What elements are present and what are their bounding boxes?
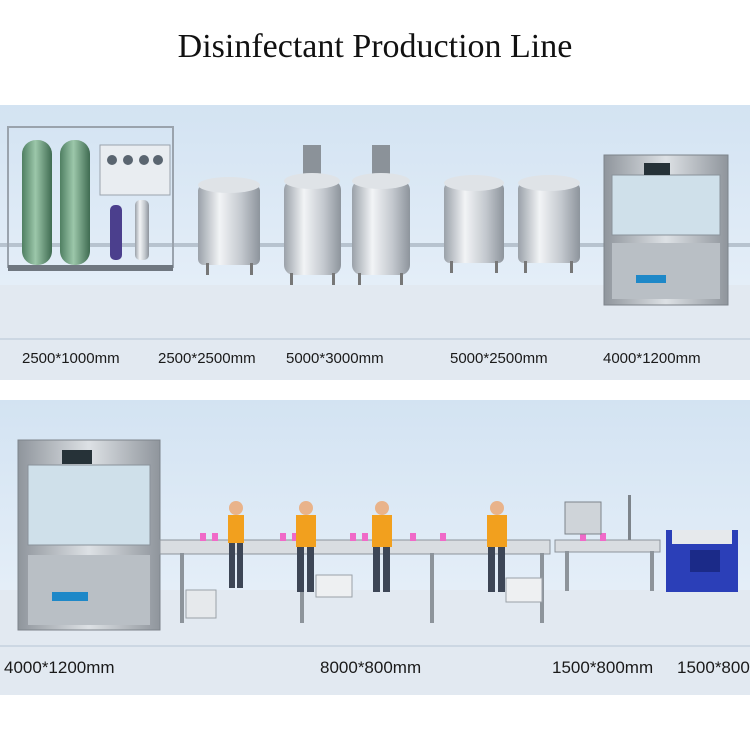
worker-3 — [372, 501, 392, 592]
crate-2 — [315, 574, 353, 598]
crate-3 — [505, 577, 543, 603]
row2-dimension-4: 1500*800 — [677, 658, 750, 677]
mixing-tank-2 — [352, 145, 410, 285]
storage-tank-2 — [444, 175, 504, 273]
filling-machine-2 — [17, 439, 161, 631]
worker-1 — [228, 501, 244, 588]
row1-equipment-illustration — [0, 126, 750, 306]
storage-tank-1 — [198, 177, 260, 275]
row1-dimension-5: 4000*1200mm — [603, 350, 701, 367]
mixing-tank-1 — [284, 145, 341, 285]
row1-dimension-4: 5000*2500mm — [450, 350, 548, 367]
row2-floor-line — [0, 645, 750, 647]
row1-dimension-2: 2500*2500mm — [158, 350, 256, 367]
worker-4 — [487, 501, 507, 592]
strapping-machine — [666, 530, 738, 592]
row1-dimension-1: 2500*1000mm — [22, 350, 120, 367]
row2-dimension-3: 1500*800mm — [552, 658, 654, 677]
row2-production-illustration — [17, 439, 738, 631]
storage-tank-3 — [518, 175, 580, 273]
filling-machine-1 — [603, 154, 729, 306]
product-bottles — [200, 533, 606, 541]
row1-dimension-3: 5000*3000mm — [286, 350, 384, 367]
page-title: Disinfectant Production Line — [177, 28, 573, 65]
row2-dimension-1: 4000*1200mm — [4, 658, 115, 677]
water-treatment-unit — [7, 126, 174, 271]
worker-2 — [296, 501, 316, 592]
row1-floor-line — [0, 338, 750, 340]
coding-machine — [564, 495, 631, 540]
row2-dimension-2: 8000*800mm — [320, 658, 422, 677]
crate-1 — [185, 589, 217, 619]
